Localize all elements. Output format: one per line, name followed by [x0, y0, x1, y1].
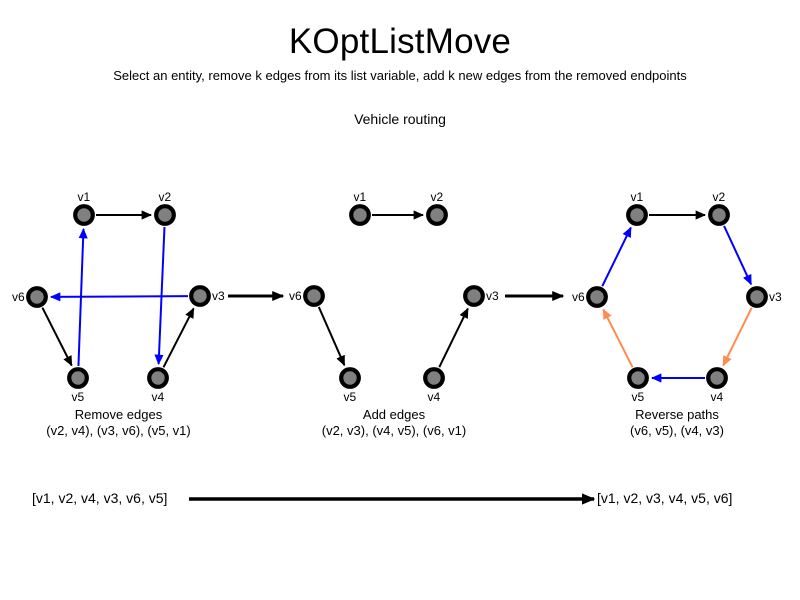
edges — [41, 210, 195, 368]
list-before: [v1, v2, v4, v3, v6, v5] — [32, 490, 168, 506]
node-label-v3: v3 — [486, 289, 499, 303]
node-v2[interactable] — [426, 204, 448, 226]
node-label-v6: v6 — [289, 289, 302, 303]
edge-v4-v3 — [162, 307, 195, 368]
panel-reverse-caption: Reverse paths(v6, v5), (v4, v3) — [527, 407, 800, 439]
node-v2[interactable] — [154, 204, 176, 226]
caption-detail: (v2, v3), (v4, v5), (v6, v1) — [321, 423, 467, 438]
edge-v5-v1 — [77, 227, 88, 367]
node-v3[interactable] — [189, 285, 211, 307]
node-label-v4: v4 — [427, 390, 441, 404]
page-title: KOptListMove — [288, 22, 512, 61]
nodes — [303, 204, 485, 389]
edges — [317, 210, 469, 368]
caption-title: Add edges — [362, 407, 426, 422]
panel-remove — [26, 204, 211, 389]
section-label: Vehicle routing — [354, 111, 446, 127]
node-v5[interactable] — [339, 367, 361, 389]
list-after: [v1, v2, v3, v4, v5, v6] — [597, 490, 733, 506]
node-v5[interactable] — [67, 367, 89, 389]
node-v4[interactable] — [423, 367, 445, 389]
node-v2[interactable] — [708, 204, 730, 226]
panel-add — [303, 204, 485, 389]
edge-v3-v4 — [722, 307, 753, 367]
node-label-v1: v1 — [630, 190, 644, 204]
caption-detail: (v2, v4), (v3, v6), (v5, v1) — [46, 423, 191, 438]
panel-reverse — [586, 204, 768, 389]
node-v6[interactable] — [303, 285, 325, 307]
edges — [601, 210, 753, 383]
node-v5[interactable] — [627, 367, 649, 389]
edge-v6-v1 — [601, 226, 632, 287]
node-v1[interactable] — [626, 204, 648, 226]
node-label-v6: v6 — [572, 290, 585, 304]
node-label-v3: v3 — [769, 290, 782, 304]
node-label-v6: v6 — [12, 290, 25, 304]
node-label-v4: v4 — [710, 390, 724, 404]
caption-title: Reverse paths — [635, 407, 719, 422]
node-label-v1: v1 — [353, 190, 367, 204]
nodes — [26, 204, 211, 389]
page-subtitle: Select an entity, remove k edges from it… — [113, 68, 687, 83]
edge-v2-v3 — [723, 225, 753, 286]
node-v6[interactable] — [586, 286, 608, 308]
node-label-v5: v5 — [71, 390, 85, 404]
node-label-v2: v2 — [712, 190, 726, 204]
panel-add-caption: Add edges(v2, v3), (v4, v5), (v6, v1) — [244, 407, 544, 439]
node-v4[interactable] — [147, 367, 169, 389]
node-v1[interactable] — [73, 204, 95, 226]
node-label-v5: v5 — [343, 390, 357, 404]
node-v6[interactable] — [26, 286, 48, 308]
edge-v6-v5 — [317, 306, 346, 367]
node-label-v2: v2 — [430, 190, 444, 204]
node-v1[interactable] — [349, 204, 371, 226]
node-label-v1: v1 — [77, 190, 91, 204]
node-label-v3: v3 — [212, 289, 225, 303]
node-label-v5: v5 — [631, 390, 645, 404]
edge-v4-v3 — [438, 307, 469, 368]
node-v4[interactable] — [706, 367, 728, 389]
caption-title: Remove edges — [74, 407, 163, 422]
edge-v5-v6 — [602, 308, 634, 368]
node-label-v2: v2 — [158, 190, 172, 204]
caption-detail: (v6, v5), (v4, v3) — [630, 423, 724, 438]
node-label-v4: v4 — [151, 390, 165, 404]
node-v3[interactable] — [463, 285, 485, 307]
edge-v3-v6 — [49, 292, 189, 302]
nodes — [586, 204, 768, 389]
panel-remove-caption: Remove edges(v2, v4), (v3, v6), (v5, v1) — [0, 407, 269, 439]
edge-v6-v5 — [41, 307, 73, 367]
node-v3[interactable] — [746, 286, 768, 308]
